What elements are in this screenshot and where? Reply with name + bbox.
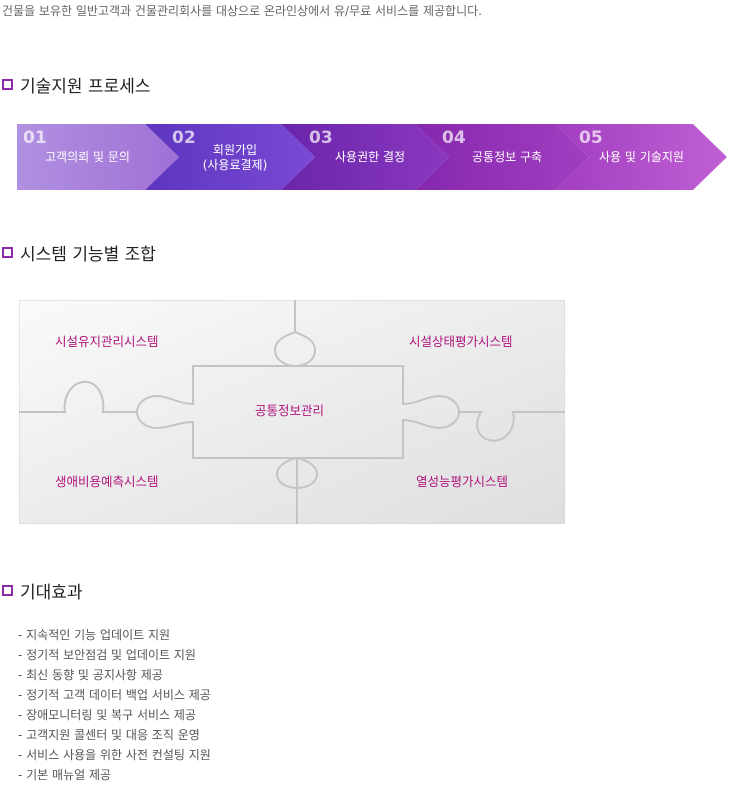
step-number: 03	[309, 128, 333, 148]
step-label: 고객의뢰 및 문의	[45, 150, 130, 164]
step-label: 회원가입 (사용료결제)	[202, 143, 268, 172]
square-bullet-icon	[2, 247, 13, 258]
effects-title: 기대효과	[20, 583, 83, 603]
effects-list: - 지속적인 기능 업데이트 지원 - 정기적 보안점검 및 업데이트 지원 -…	[18, 625, 211, 785]
list-item: - 지속적인 기능 업데이트 지원	[18, 628, 171, 642]
process-flow: 01 고객의뢰 및 문의 02 회원가입 (사용료결제) 03 사용권한 결정 …	[17, 124, 727, 190]
puzzle-label-lifecycle-cost: 생애비용예측시스템	[55, 474, 159, 489]
process-step-1: 01 고객의뢰 및 문의	[17, 124, 179, 190]
section-title-process: 기술지원 프로세스	[2, 72, 151, 97]
list-item: - 고객지원 콜센터 및 대응 조직 운영	[18, 728, 200, 742]
puzzle-graphic	[19, 300, 565, 524]
step-label: 사용 및 기술지원	[599, 150, 684, 164]
step-number: 01	[23, 128, 47, 148]
list-item: - 서비스 사용을 위한 사전 컨설팅 지원	[18, 748, 211, 762]
list-item: - 장애모니터링 및 복구 서비스 제공	[18, 708, 196, 722]
square-bullet-icon	[2, 79, 13, 90]
section-title-combo: 시스템 기능별 조합	[2, 240, 156, 265]
section-title-effects: 기대효과	[2, 578, 83, 603]
list-item: - 최신 동향 및 공지사항 제공	[18, 668, 163, 682]
puzzle-diagram: 시설유지관리시스템 시설상태평가시스템 공통정보관리 생애비용예측시스템 열성능…	[19, 300, 565, 524]
square-bullet-icon	[2, 585, 13, 596]
step-number: 04	[442, 128, 466, 148]
step-number: 05	[579, 128, 603, 148]
combo-title: 시스템 기능별 조합	[20, 245, 156, 265]
process-title: 기술지원 프로세스	[20, 77, 151, 97]
puzzle-label-common-info: 공통정보관리	[255, 403, 325, 418]
step-number: 02	[172, 128, 196, 148]
intro-text: 건물을 보유한 일반고객과 건물관리회사를 대상으로 온라인상에서 유/무료 서…	[2, 4, 482, 18]
list-item: - 기본 매뉴얼 제공	[18, 768, 112, 782]
puzzle-label-facility-condition: 시설상태평가시스템	[409, 334, 513, 349]
step-label: 사용권한 결정	[335, 150, 406, 164]
list-item: - 정기적 보안점검 및 업데이트 지원	[18, 648, 196, 662]
step-label: 공통정보 구축	[472, 150, 543, 164]
puzzle-label-thermal-performance: 열성능평가시스템	[416, 474, 509, 489]
puzzle-label-facility-maintenance: 시설유지관리시스템	[55, 334, 159, 349]
list-item: - 정기적 고객 데이터 백업 서비스 제공	[18, 688, 211, 702]
